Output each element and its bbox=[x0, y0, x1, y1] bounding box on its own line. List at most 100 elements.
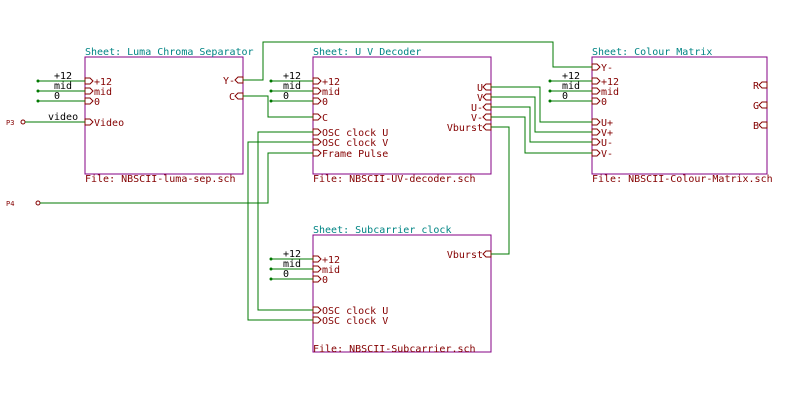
sheet-uv-decoder[interactable]: Sheet: U V Decoder File: NBSCII-UV-decod… bbox=[312, 47, 492, 185]
sheet-luma-file: File: NBSCII-luma-sep.sch bbox=[85, 174, 236, 185]
wire-v-neg bbox=[491, 116, 592, 154]
sub-power-wires bbox=[271, 258, 313, 280]
junction bbox=[36, 99, 40, 103]
luma-pin-zero: 0 bbox=[94, 97, 100, 108]
sheet-luma-border bbox=[84, 56, 244, 175]
uv-pin-osc-u: OSC clock U bbox=[322, 128, 388, 139]
junction bbox=[269, 79, 273, 83]
luma-output-pins bbox=[234, 76, 244, 100]
net-label-plus12: +12 bbox=[283, 249, 301, 260]
colour-pin-plus12: +12 bbox=[601, 77, 619, 88]
net-label-plus12: +12 bbox=[283, 71, 301, 82]
uv-pin-u: U bbox=[477, 83, 483, 94]
colour-pin-r: R bbox=[753, 81, 760, 92]
power-wires bbox=[36, 79, 592, 281]
colour-pin-u-pos: U+ bbox=[601, 118, 613, 129]
colour-pin-v-neg: V- bbox=[601, 149, 613, 160]
colour-output-pins bbox=[758, 81, 768, 129]
colour-pin-g: G bbox=[753, 101, 759, 112]
junction bbox=[269, 267, 273, 271]
sheet-colour-matrix[interactable]: Sheet: Colour Matrix File: NBSCII-Colour… bbox=[591, 47, 773, 185]
uv-pin-v: V bbox=[477, 93, 483, 104]
junction bbox=[548, 99, 552, 103]
net-label-video: video bbox=[48, 112, 78, 123]
luma-input-pins bbox=[84, 77, 94, 126]
junction bbox=[269, 257, 273, 261]
luma-pin-video: Video bbox=[94, 118, 124, 129]
luma-pin-y: Y- bbox=[223, 76, 235, 87]
sub-pin-vburst: Vburst bbox=[447, 250, 483, 261]
sub-pin-osc-u: OSC clock U bbox=[322, 306, 388, 317]
sheet-uv-title: Sheet: U V Decoder bbox=[313, 47, 421, 58]
sheet-luma-title: Sheet: Luma Chroma Separator bbox=[85, 47, 254, 58]
net-label-plus12: +12 bbox=[54, 71, 72, 82]
net-label-zero: 0 bbox=[283, 269, 289, 280]
net-label-zero: 0 bbox=[283, 91, 289, 102]
uv-pin-c: C bbox=[322, 113, 328, 124]
wire-u-neg bbox=[491, 106, 592, 143]
net-label-mid: mid bbox=[283, 259, 301, 270]
sheet-uv-file: File: NBSCII-UV-decoder.sch bbox=[313, 174, 476, 185]
sheet-colour-border bbox=[591, 56, 768, 175]
luma-pin-c: C bbox=[229, 92, 235, 103]
wire-frame-pulse bbox=[40, 152, 313, 204]
colour-input-pins bbox=[591, 63, 601, 157]
connector-p3-label: P3 bbox=[6, 119, 14, 127]
sub-pin-mid: mid bbox=[322, 265, 340, 276]
uv-pin-plus12: +12 bbox=[322, 77, 340, 88]
sheet-sub-file: File: NBSCII-Subcarrier.sch bbox=[313, 344, 476, 355]
sub-input-pins bbox=[312, 255, 322, 324]
sheet-subcarrier-clock[interactable]: Sheet: Subcarrier clock File: NBSCII-Sub… bbox=[312, 225, 492, 355]
wire-osc-clock-v bbox=[247, 141, 313, 321]
net-label-zero: 0 bbox=[54, 91, 60, 102]
net-labels: +12 mid 0 +12 mid 0 +12 mid 0 +12 mid 0 … bbox=[48, 71, 580, 280]
sub-pin-zero: 0 bbox=[322, 275, 328, 286]
sub-pin-plus12: +12 bbox=[322, 255, 340, 266]
uv-pin-u-neg: U- bbox=[471, 103, 483, 114]
colour-pin-zero: 0 bbox=[601, 97, 607, 108]
uv-pin-zero: 0 bbox=[322, 97, 328, 108]
luma-power-wires bbox=[38, 80, 85, 102]
junction bbox=[36, 89, 40, 93]
junction bbox=[548, 89, 552, 93]
net-label-mid: mid bbox=[54, 81, 72, 92]
net-label-mid: mid bbox=[562, 81, 580, 92]
wire-vburst bbox=[491, 126, 510, 255]
junction bbox=[269, 89, 273, 93]
uv-power-wires bbox=[271, 80, 313, 102]
colour-pin-b: B bbox=[753, 121, 759, 132]
sub-output-pins bbox=[482, 250, 492, 258]
wire-y bbox=[243, 41, 592, 81]
connector-p4-label: P4 bbox=[6, 200, 14, 208]
sheet-colour-file: File: NBSCII-Colour-Matrix.sch bbox=[592, 174, 773, 185]
colour-pin-mid: mid bbox=[601, 87, 619, 98]
sub-pin-osc-v: OSC clock V bbox=[322, 316, 388, 327]
uv-input-pins bbox=[312, 77, 322, 157]
uv-pin-mid: mid bbox=[322, 87, 340, 98]
junction bbox=[548, 79, 552, 83]
wire-v bbox=[491, 96, 592, 133]
uv-pin-osc-v: OSC clock V bbox=[322, 138, 388, 149]
uv-output-pins bbox=[482, 83, 492, 131]
net-label-mid: mid bbox=[283, 81, 301, 92]
wire-osc-clock-u bbox=[257, 131, 313, 311]
uv-pin-v-neg: V- bbox=[471, 113, 483, 124]
net-label-zero: 0 bbox=[562, 91, 568, 102]
colour-pin-u-neg: U- bbox=[601, 138, 613, 149]
uv-pin-frame-pulse: Frame Pulse bbox=[322, 149, 388, 160]
sheet-sub-title: Sheet: Subcarrier clock bbox=[313, 225, 451, 236]
connector-p3[interactable]: P3 bbox=[6, 119, 26, 127]
luma-pin-plus12: +12 bbox=[94, 77, 112, 88]
sheet-luma-chroma-separator[interactable]: Sheet: Luma Chroma Separator File: NBSCI… bbox=[84, 47, 254, 185]
colour-pin-v-pos: V+ bbox=[601, 128, 613, 139]
colour-pin-y: Y- bbox=[601, 63, 613, 74]
wire-u bbox=[491, 86, 592, 123]
sheet-sub-border bbox=[312, 234, 492, 353]
net-label-plus12: +12 bbox=[562, 71, 580, 82]
colour-power-wires bbox=[550, 80, 592, 102]
uv-pin-vburst: Vburst bbox=[447, 123, 483, 134]
connector-p4[interactable]: P4 bbox=[6, 200, 41, 208]
junction bbox=[36, 79, 40, 83]
